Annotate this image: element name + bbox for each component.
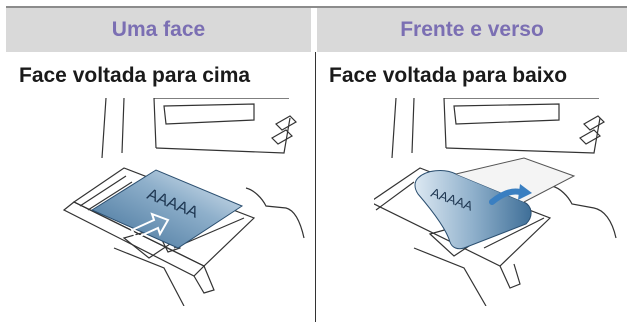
table-top-rule [6, 6, 627, 8]
subtitle-face-down: Face voltada para baixo [329, 64, 568, 87]
subtitle-face-up: Face voltada para cima [19, 64, 251, 87]
printer-tray-face-up-image: AAAAA [62, 97, 305, 307]
column-divider [315, 52, 316, 322]
illustration-face-down: AAAAA [368, 97, 630, 307]
curved-arrow-icon [489, 188, 523, 205]
header-single-side: Uma face [6, 8, 311, 52]
header-double-side: Frente e verso [317, 8, 627, 52]
right-arrow-icon [130, 212, 170, 240]
illustration-face-up: AAAAA [54, 97, 310, 307]
printer-tray-face-down-image: AAAAA [368, 97, 617, 307]
